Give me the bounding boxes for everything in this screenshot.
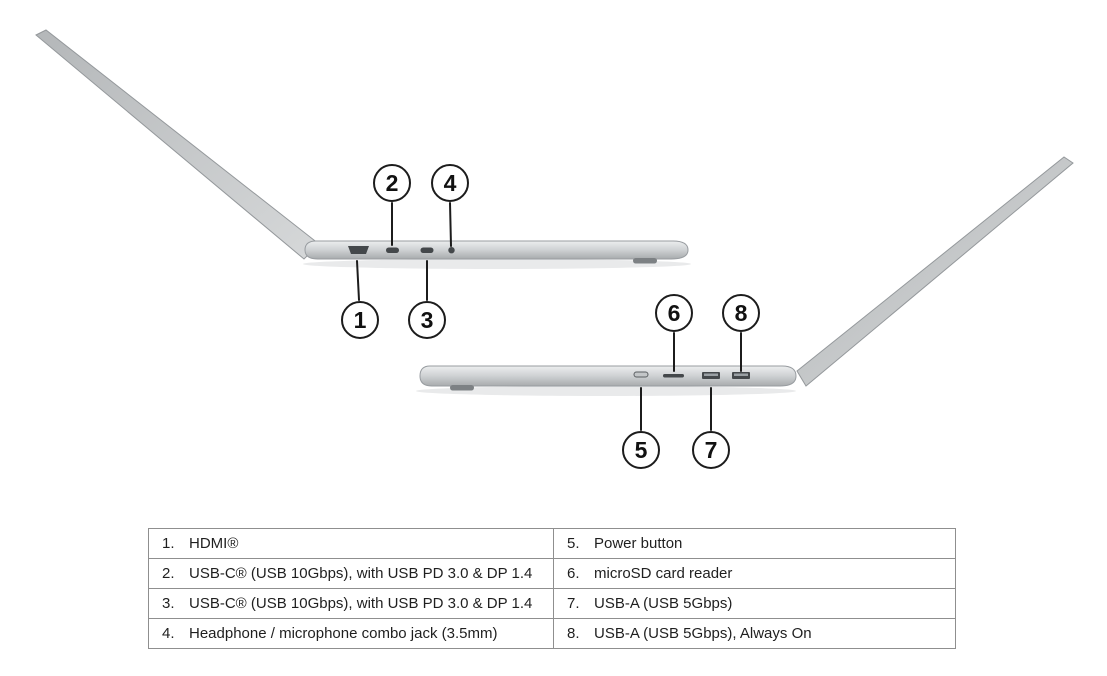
callout-8-number: 8	[734, 299, 748, 326]
callout-3-number: 3	[420, 306, 434, 333]
table-row-2: 2. USB-C® (USB 10Gbps), with USB PD 3.0 &…	[148, 558, 956, 589]
callout-3: 3	[408, 301, 446, 339]
legend-num-3: 3.	[162, 595, 175, 612]
legend-label-7: USB-A (USB 5Gbps)	[594, 595, 733, 612]
laptop-right-lid	[796, 156, 1074, 387]
laptop-right-shadow	[416, 386, 796, 396]
legend-cell-5: 5. Power button	[553, 528, 956, 559]
legend-num-6: 6.	[567, 565, 580, 582]
legend-label-6: microSD card reader	[594, 565, 733, 582]
microsd-slot	[663, 374, 684, 378]
callout-2: 2	[373, 164, 411, 202]
legend-num-2: 2.	[162, 565, 175, 582]
usb-a-port-1-inner	[704, 373, 718, 376]
callout-2-number: 2	[385, 169, 399, 196]
laptop-left-base	[304, 240, 689, 260]
laptop-left-shadow	[303, 259, 691, 269]
table-row-1: 1. HDMI® 5. Power button	[148, 528, 956, 559]
callout-5-number: 5	[634, 436, 648, 463]
ports-legend-table: 1. HDMI® 5. Power button 2. USB-C® (USB 10G…	[148, 528, 956, 649]
power-button	[633, 371, 649, 378]
usb-a-port-2-inner	[734, 373, 748, 376]
legend-num-5: 5.	[567, 535, 580, 552]
legend-label-2: USB-C® (USB 10Gbps), with USB PD 3.0 & D…	[189, 565, 533, 582]
table-row-3: 3. USB-C® (USB 10Gbps), with USB PD 3.0 &…	[148, 588, 956, 619]
table-row-4: 4. Headphone / microphone combo jack (3.5…	[148, 618, 956, 649]
laptop-right-foot	[450, 385, 474, 391]
legend-num-1: 1.	[162, 535, 175, 552]
callout-6-number: 6	[667, 299, 681, 326]
laptop-right-side-view	[416, 156, 1074, 396]
laptop-right-base	[419, 365, 797, 387]
legend-label-1: HDMI®	[189, 535, 239, 552]
legend-num-7: 7.	[567, 595, 580, 612]
legend-cell-7: 7. USB-A (USB 5Gbps)	[553, 588, 956, 619]
legend-cell-6: 6. microSD card reader	[553, 558, 956, 589]
callout-1-number: 1	[353, 306, 367, 333]
usb-c-port-2	[420, 247, 434, 253]
legend-cell-4: 4. Headphone / microphone combo jack (3.5…	[148, 618, 554, 649]
callout-7: 7	[692, 431, 730, 469]
usb-c-port-1	[386, 247, 399, 253]
callout-8: 8	[722, 294, 760, 332]
callout-1: 1	[341, 301, 379, 339]
legend-num-8: 8.	[567, 625, 580, 642]
legend-label-3: USB-C® (USB 10Gbps), with USB PD 3.0 & D…	[189, 595, 533, 612]
laptop-left-lid	[35, 29, 320, 260]
callout-6: 6	[655, 294, 693, 332]
legend-cell-8: 8. USB-A (USB 5Gbps), Always On	[553, 618, 956, 649]
callout-4: 4	[431, 164, 469, 202]
leader-line-1	[356, 260, 360, 301]
laptop-left-side-view	[35, 29, 691, 269]
hdmi-port	[348, 246, 369, 254]
legend-cell-2: 2. USB-C® (USB 10Gbps), with USB PD 3.0 &…	[148, 558, 554, 589]
callout-5: 5	[622, 431, 660, 469]
legend-num-4: 4.	[162, 625, 175, 642]
legend-label-4: Headphone / microphone combo jack (3.5mm…	[189, 625, 498, 642]
leader-line-4	[449, 202, 452, 247]
audio-jack-port	[448, 247, 455, 254]
legend-cell-1: 1. HDMI®	[148, 528, 554, 559]
legend-cell-3: 3. USB-C® (USB 10Gbps), with USB PD 3.0 &…	[148, 588, 554, 619]
legend-label-8: USB-A (USB 5Gbps), Always On	[594, 625, 812, 642]
callout-7-number: 7	[704, 436, 718, 463]
callout-4-number: 4	[443, 169, 457, 196]
laptop-left-foot	[633, 258, 657, 264]
legend-label-5: Power button	[594, 535, 683, 552]
callout-leader-lines	[356, 202, 742, 431]
